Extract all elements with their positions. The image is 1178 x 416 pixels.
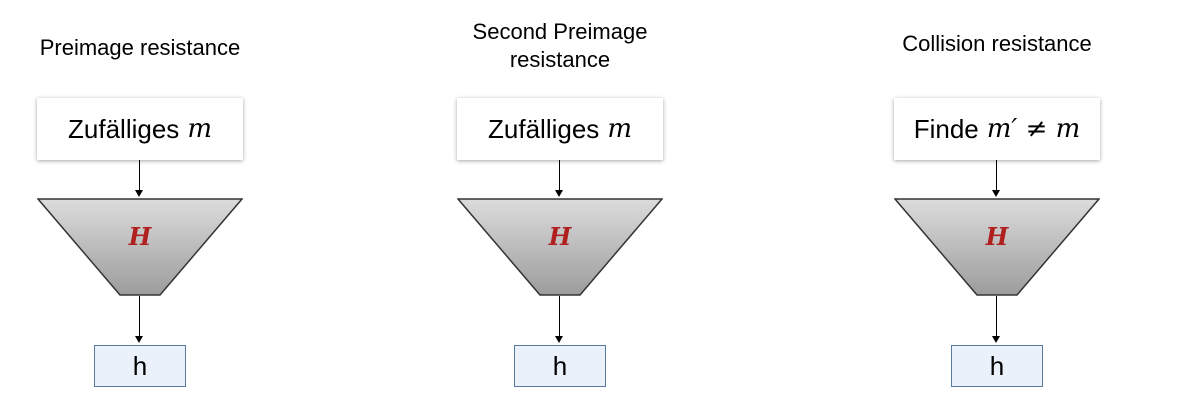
output-box: h bbox=[514, 345, 606, 387]
input-text: Finde bbox=[913, 113, 979, 144]
column-collision: Collision resistance Finde m′ ≠ m H h bbox=[837, 0, 1157, 416]
arrowhead bbox=[135, 190, 143, 197]
arrowhead bbox=[555, 336, 563, 343]
column-second-preimage: Second Preimage resistance Zufälliges m … bbox=[400, 0, 720, 416]
input-math: m bbox=[187, 114, 212, 144]
column-title: Collision resistance bbox=[837, 30, 1157, 58]
output-box: h bbox=[94, 345, 186, 387]
input-box: Zufälliges m bbox=[457, 98, 663, 160]
title-line-1: Preimage resistance bbox=[39, 35, 241, 60]
input-box: Finde m′ ≠ m bbox=[894, 98, 1100, 160]
title-line-2: resistance bbox=[509, 47, 611, 72]
title-line-1: Second Preimage bbox=[472, 19, 648, 44]
arrowhead bbox=[992, 336, 1000, 343]
arrow-hash-to-output bbox=[139, 296, 140, 336]
title-line-1: Collision resistance bbox=[902, 31, 1092, 56]
arrow-input-to-hash bbox=[559, 160, 560, 190]
input-math: m′ ≠ m bbox=[986, 114, 1081, 144]
hash-function-funnel bbox=[37, 198, 243, 296]
arrowhead bbox=[135, 336, 143, 343]
input-math: m bbox=[607, 114, 632, 144]
arrow-input-to-hash bbox=[139, 160, 140, 190]
hash-label: H bbox=[128, 222, 152, 251]
hash-label: H bbox=[985, 222, 1009, 251]
column-title: Second Preimage resistance bbox=[400, 18, 720, 74]
output-box: h bbox=[951, 345, 1043, 387]
arrowhead bbox=[992, 190, 1000, 197]
input-text: Zufälliges bbox=[488, 113, 600, 144]
arrow-hash-to-output bbox=[559, 296, 560, 336]
input-text: Zufälliges bbox=[68, 113, 180, 144]
arrow-hash-to-output bbox=[996, 296, 997, 336]
arrow-input-to-hash bbox=[996, 160, 997, 190]
hash-function-funnel bbox=[457, 198, 663, 296]
column-preimage: Preimage resistance Zufälliges m H h bbox=[0, 0, 300, 416]
hash-function-funnel bbox=[894, 198, 1100, 296]
arrowhead bbox=[555, 190, 563, 197]
column-title: Preimage resistance bbox=[0, 34, 300, 62]
hash-label: H bbox=[548, 222, 572, 251]
input-box: Zufälliges m bbox=[37, 98, 243, 160]
